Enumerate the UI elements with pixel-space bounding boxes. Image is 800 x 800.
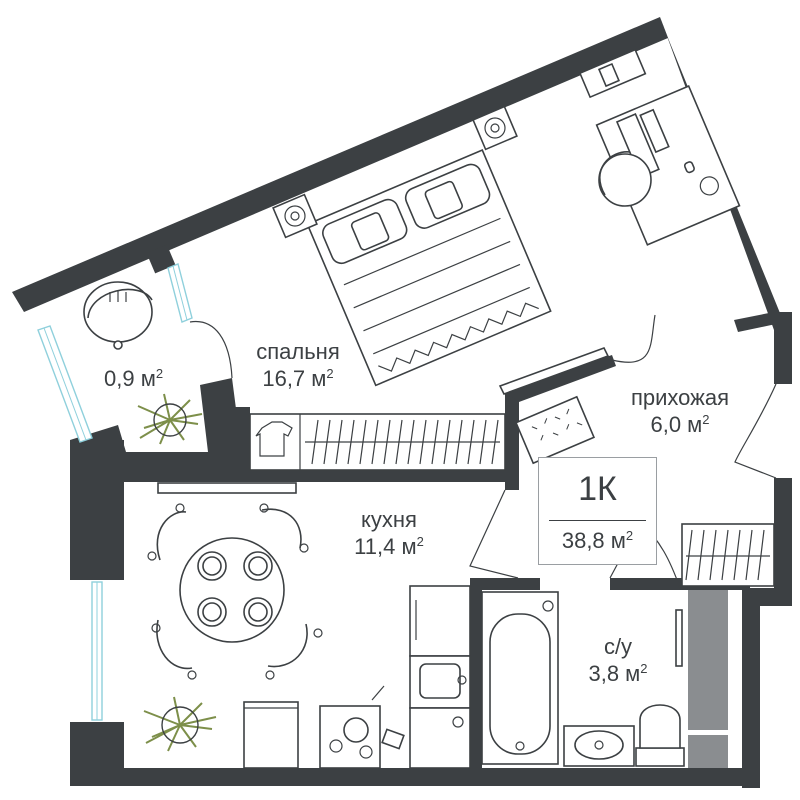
office-chair-icon bbox=[598, 151, 652, 207]
plant-icon bbox=[137, 393, 203, 445]
doormat-icon bbox=[514, 395, 596, 465]
kitchen-area-exponent: 2 bbox=[416, 534, 424, 549]
apartment-type: 1К bbox=[578, 470, 617, 508]
wardrobe-icon bbox=[681, 523, 775, 587]
shelf-icon bbox=[578, 48, 647, 99]
bathroom-label: с/у 3,8 м2 bbox=[568, 633, 668, 687]
apartment-summary-badge: 1К 38,8 м2 bbox=[538, 457, 657, 565]
total-area-label: 38,8 м2 bbox=[539, 528, 656, 554]
total-area: 38,8 м bbox=[561, 528, 626, 553]
kitchen-sink-icon bbox=[409, 655, 471, 709]
hallway-label: прихожая 6,0 м2 bbox=[605, 384, 755, 438]
dining-table-icon bbox=[179, 537, 285, 643]
sink-icon bbox=[563, 725, 635, 767]
stove-icon bbox=[319, 685, 385, 769]
tv-stand-icon bbox=[157, 482, 297, 494]
windows bbox=[37, 263, 193, 721]
bench-icon bbox=[498, 347, 610, 395]
armchair-icon bbox=[83, 281, 153, 350]
bathroom-name: с/у bbox=[603, 634, 633, 659]
partition bbox=[688, 590, 728, 768]
kitchen-area: 11,4 м bbox=[354, 534, 417, 559]
toilet-icon bbox=[635, 704, 685, 767]
balcony-area-exponent: 2 bbox=[155, 366, 164, 381]
towel-rail-icon bbox=[675, 609, 683, 667]
cabinet-icon bbox=[409, 707, 471, 769]
nightstand-icon bbox=[472, 105, 518, 151]
bed-icon bbox=[306, 148, 552, 387]
bathtub-icon bbox=[481, 591, 559, 765]
total-area-exponent: 2 bbox=[625, 528, 634, 543]
bedroom-area: 16,7 м bbox=[262, 366, 327, 391]
dining-chair-icon bbox=[147, 503, 323, 680]
bedroom-label: спальня 16,7 м2 bbox=[236, 338, 360, 392]
plant-icon bbox=[143, 696, 217, 752]
bathroom-area-exponent: 2 bbox=[640, 661, 648, 676]
balcony-area-label: 0,9 м2 bbox=[104, 365, 163, 392]
fridge-icon bbox=[409, 585, 471, 657]
hallway-area-exponent: 2 bbox=[702, 412, 710, 427]
badge-divider bbox=[549, 520, 646, 521]
nightstand-icon bbox=[272, 193, 318, 239]
bathroom-area: 3,8 м bbox=[588, 661, 641, 686]
wardrobe-icon bbox=[249, 413, 506, 471]
kitchen-name: кухня bbox=[361, 507, 417, 532]
bedroom-area-exponent: 2 bbox=[326, 366, 334, 381]
bedroom-name: спальня bbox=[256, 339, 340, 364]
hallway-name: прихожая bbox=[630, 385, 730, 410]
hallway-area: 6,0 м bbox=[650, 412, 703, 437]
balcony-area: 0,9 м bbox=[104, 366, 156, 391]
kitchen-label: кухня 11,4 м2 bbox=[330, 506, 448, 560]
counter-icon bbox=[243, 701, 405, 769]
